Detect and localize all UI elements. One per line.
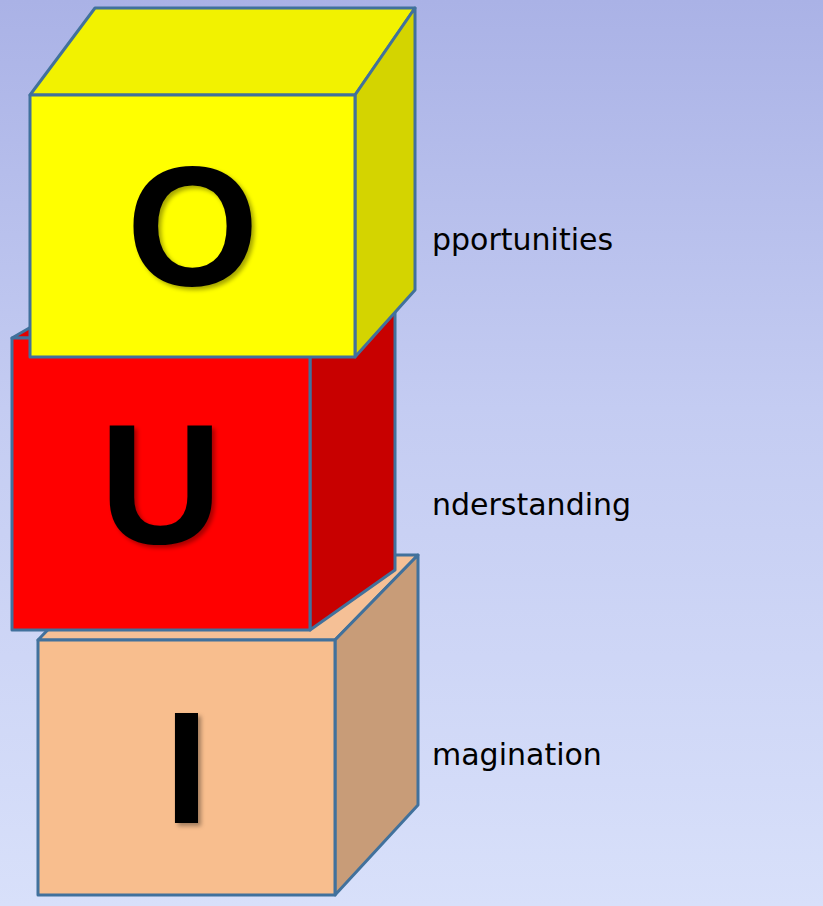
cube-front — [38, 640, 335, 895]
letter-block: I — [38, 640, 335, 895]
block-letter: O — [126, 141, 258, 311]
word-ending: nderstanding — [432, 487, 631, 523]
block-letter: U — [100, 399, 223, 569]
cube-side — [335, 555, 418, 895]
cube-front — [30, 95, 355, 357]
letter-block: O — [30, 95, 355, 357]
letter-block: U — [12, 338, 310, 630]
word-ending: magination — [432, 737, 602, 773]
word-ending: pportunities — [432, 222, 613, 258]
block-letter: I — [164, 688, 208, 848]
cube-side — [355, 8, 415, 357]
cube-front — [12, 338, 310, 630]
cube-top — [30, 8, 415, 95]
